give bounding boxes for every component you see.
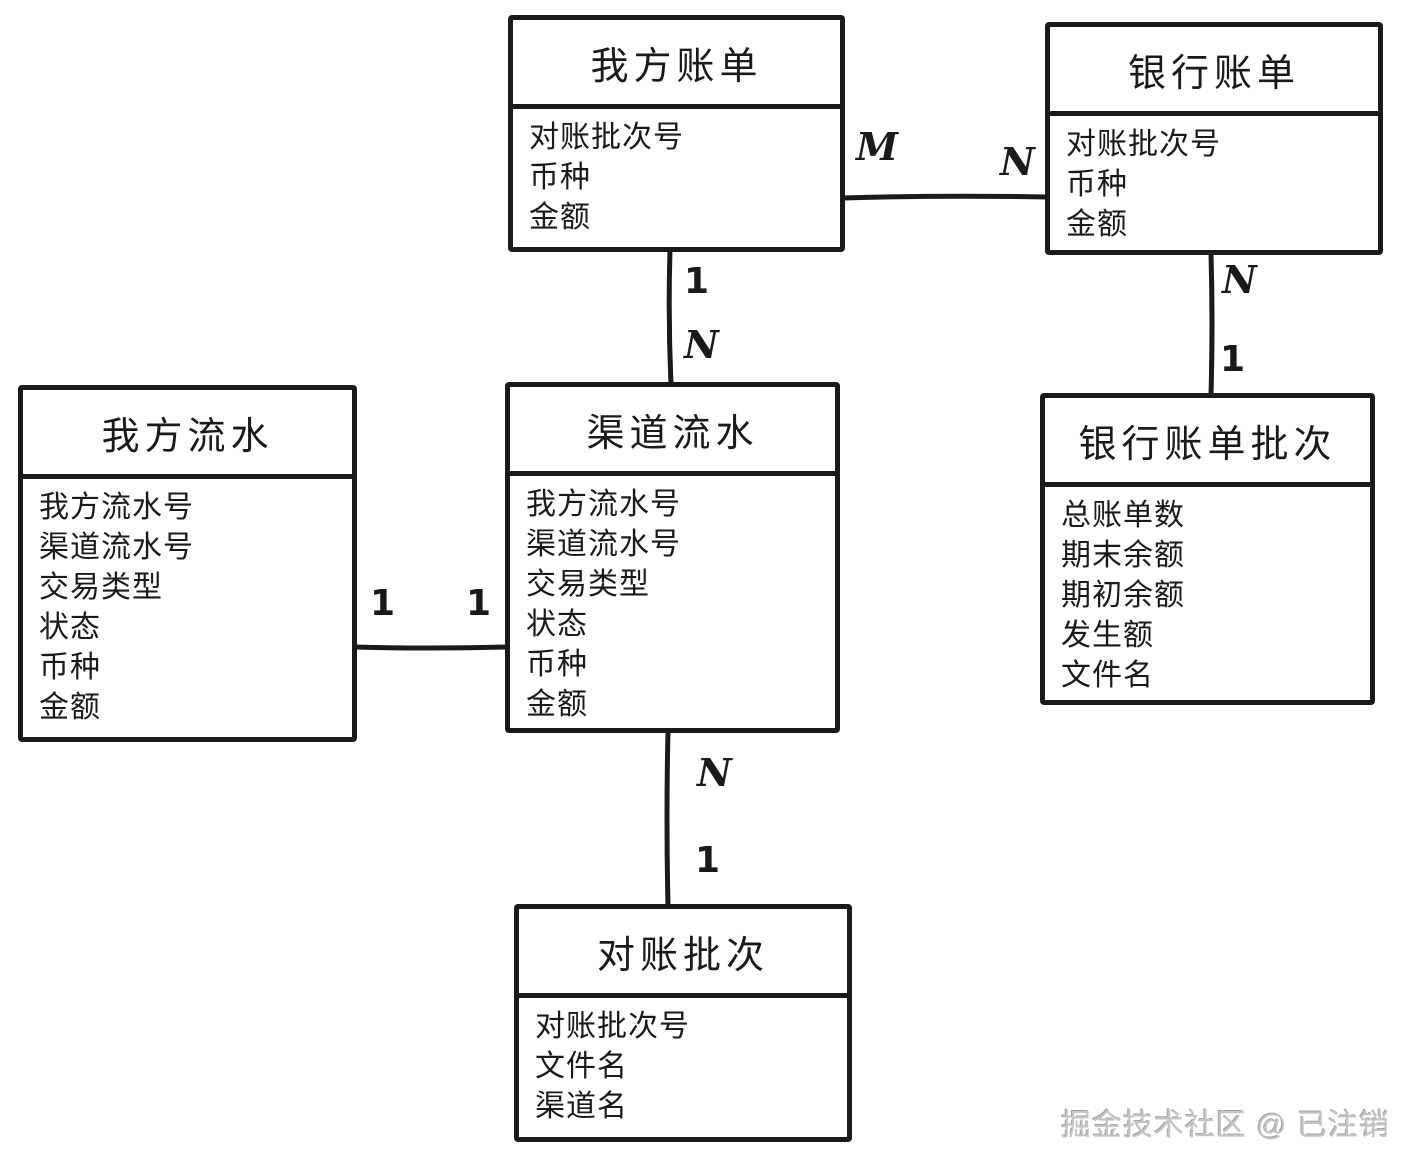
entity-channel-flow: 渠道流水 我方流水号 渠道流水号 交易类型 状态 币种 金额 (505, 382, 840, 733)
cardinality-label-our-bill-side: M (856, 124, 899, 169)
field: 状态 (526, 608, 588, 641)
field: 金额 (1066, 208, 1128, 241)
cardinality-label-bank-bill-side: N (1000, 139, 1035, 184)
field: 金额 (39, 691, 101, 724)
connector-our-flow-channel-flow (352, 644, 510, 651)
entity-bank-bill: 银行账单 对账批次号 币种 金额 (1045, 22, 1383, 255)
entity-bank-bill-batch-fields: 总账单数 期末余额 期初余额 发生额 文件名 (1045, 487, 1370, 696)
field: 渠道流水号 (39, 531, 194, 564)
field: 总账单数 (1061, 499, 1185, 532)
field: 币种 (1066, 168, 1128, 201)
cardinality-label-bank-bill-batch-top: 1 (1220, 339, 1246, 380)
field: 发生额 (1061, 619, 1154, 652)
field: 对账批次号 (529, 121, 684, 154)
entity-our-bill: 我方账单 对账批次号 币种 金额 (508, 15, 845, 252)
cardinality-label-channel-flow-bottom: N (697, 750, 732, 795)
field: 文件名 (1061, 659, 1154, 692)
field: 对账批次号 (535, 1010, 690, 1043)
cardinality-label-recon-batch-top: 1 (695, 840, 721, 881)
connector-channel-flow-recon-batch (664, 728, 671, 909)
field: 金额 (526, 688, 588, 721)
connector-our-bill-channel-flow (666, 247, 674, 387)
field: 对账批次号 (1066, 128, 1221, 161)
field: 交易类型 (526, 568, 650, 601)
field: 我方流水号 (39, 491, 194, 524)
entity-recon-batch-fields: 对账批次号 文件名 渠道名 (519, 998, 847, 1127)
field: 币种 (526, 648, 588, 681)
cardinality-label-our-flow-side: 1 (370, 583, 396, 624)
entity-bank-bill-batch-title: 银行账单批次 (1045, 398, 1370, 487)
field: 我方流水号 (526, 488, 681, 521)
entity-channel-flow-fields: 我方流水号 渠道流水号 交易类型 状态 币种 金额 (510, 476, 835, 725)
field: 金额 (529, 201, 591, 234)
field: 币种 (39, 651, 101, 684)
watermark-text: 掘金技术社区 @ 已注销 (1060, 1109, 1390, 1142)
connector-bank-bill-bank-bill-batch (1208, 250, 1215, 398)
field: 渠道流水号 (526, 528, 681, 561)
entity-our-flow-title: 我方流水 (23, 390, 352, 479)
field: 文件名 (535, 1050, 628, 1083)
field: 渠道名 (535, 1090, 628, 1123)
entity-our-bill-title: 我方账单 (513, 20, 840, 109)
entity-bank-bill-fields: 对账批次号 币种 金额 (1050, 116, 1378, 245)
cardinality-label-our-bill-bottom: 1 (684, 261, 710, 302)
entity-recon-batch-title: 对账批次 (519, 909, 847, 998)
cardinality-label-bank-bill-bottom: N (1222, 257, 1257, 302)
field: 期初余额 (1061, 579, 1185, 612)
entity-our-flow: 我方流水 我方流水号 渠道流水号 交易类型 状态 币种 金额 (18, 385, 357, 742)
cardinality-label-channel-flow-side: 1 (466, 583, 492, 624)
field: 交易类型 (39, 571, 163, 604)
entity-bank-bill-title: 银行账单 (1050, 27, 1378, 116)
entity-our-flow-fields: 我方流水号 渠道流水号 交易类型 状态 币种 金额 (23, 479, 352, 728)
entity-our-bill-fields: 对账批次号 币种 金额 (513, 109, 840, 238)
field: 期末余额 (1061, 539, 1185, 572)
entity-bank-bill-batch: 银行账单批次 总账单数 期末余额 期初余额 发生额 文件名 (1040, 393, 1375, 705)
connector-our-bill-bank-bill (840, 193, 1050, 201)
cardinality-label-channel-flow-top: N (684, 322, 719, 367)
field: 状态 (39, 611, 101, 644)
field: 币种 (529, 161, 591, 194)
entity-recon-batch: 对账批次 对账批次号 文件名 渠道名 (514, 904, 852, 1142)
entity-channel-flow-title: 渠道流水 (510, 387, 835, 476)
